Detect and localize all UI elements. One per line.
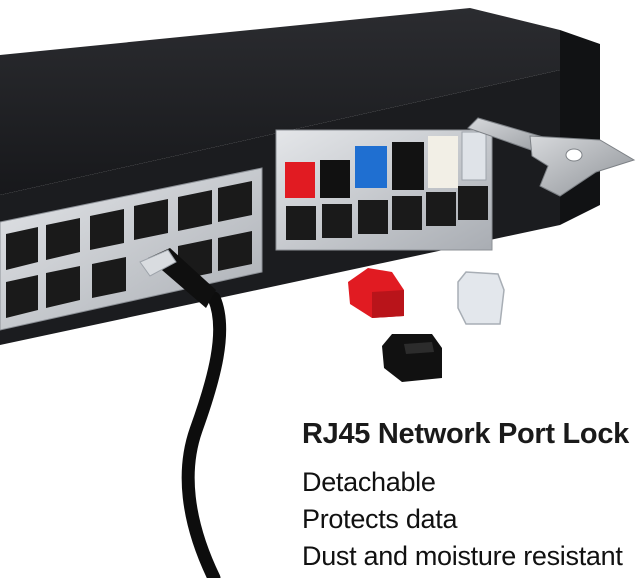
clear-lock-body bbox=[457, 271, 505, 325]
red-port-lock bbox=[285, 162, 315, 198]
blue-port-lock bbox=[355, 146, 387, 188]
port bbox=[178, 190, 212, 231]
black-port-lock bbox=[320, 160, 350, 198]
port bbox=[46, 266, 80, 308]
port bbox=[286, 206, 316, 240]
feature-detachable: Detachable bbox=[302, 467, 436, 497]
switch-top-face bbox=[0, 8, 560, 195]
red-port-lock-icon bbox=[348, 268, 404, 318]
cable-wire bbox=[181, 291, 227, 578]
black-lock-body bbox=[382, 334, 442, 382]
left-port-block bbox=[0, 167, 263, 331]
port bbox=[92, 257, 126, 298]
left-ports-top-row bbox=[6, 181, 252, 270]
port bbox=[426, 192, 456, 226]
black-port-lock bbox=[392, 142, 424, 190]
right-ports-bottom-row bbox=[286, 186, 488, 240]
product-title: RJ45 Network Port Lock bbox=[302, 418, 629, 450]
white-port-lock bbox=[428, 136, 458, 188]
port bbox=[322, 204, 352, 238]
port bbox=[46, 218, 80, 260]
black-lock-highlight bbox=[404, 342, 434, 354]
clear-port-lock-icon bbox=[457, 271, 505, 325]
key-hole bbox=[565, 148, 583, 162]
lock-removal-key-icon bbox=[467, 117, 636, 197]
port bbox=[218, 181, 252, 222]
left-ports-bottom-row bbox=[6, 231, 252, 318]
port bbox=[358, 200, 388, 234]
port bbox=[218, 231, 252, 271]
port bbox=[6, 227, 38, 270]
port-locks-top-row bbox=[285, 131, 487, 198]
port bbox=[6, 275, 38, 318]
port bbox=[134, 199, 168, 240]
feature-protects-data: Protects data bbox=[302, 504, 458, 534]
red-lock-shade bbox=[372, 290, 404, 318]
switch-right-face bbox=[560, 30, 600, 225]
right-port-block bbox=[275, 129, 493, 251]
black-port-lock-icon bbox=[382, 334, 442, 382]
port bbox=[392, 196, 422, 230]
rj45-plug bbox=[139, 249, 177, 277]
port bbox=[458, 186, 488, 220]
port bbox=[90, 209, 124, 250]
ethernet-cable-icon bbox=[139, 248, 227, 578]
key-head bbox=[529, 135, 636, 197]
feature-dust-moisture-resistant: Dust and moisture resistant bbox=[302, 541, 623, 571]
clear-port-lock bbox=[461, 131, 487, 181]
